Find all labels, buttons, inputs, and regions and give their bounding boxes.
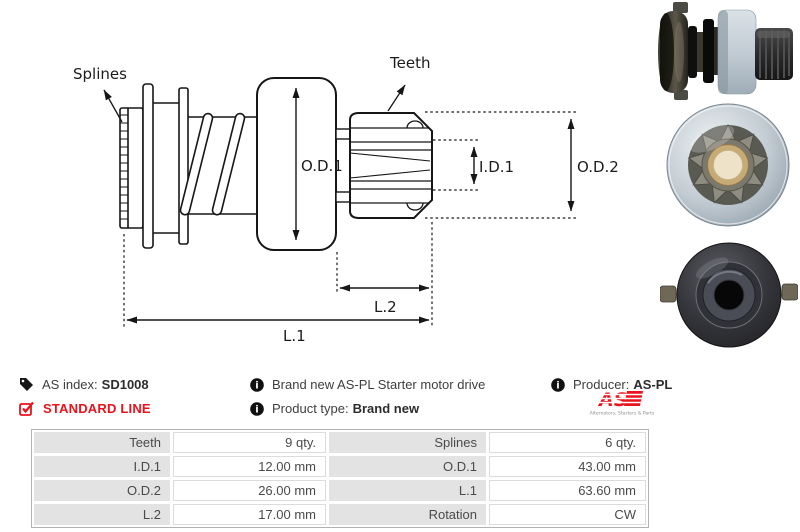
svg-text:i: i (556, 380, 559, 391)
l2-label: L.2 (374, 298, 397, 316)
connector-bottom (335, 191, 351, 203)
tag-icon (20, 378, 33, 391)
shaft-lines (153, 102, 179, 234)
as-index-line: AS index: SD1008 (19, 376, 149, 393)
info-icon: i (250, 401, 264, 416)
product-type-value: Brand new (352, 401, 420, 416)
connector-top (335, 128, 351, 140)
spec-value: 6 qty. (489, 432, 646, 453)
spec-table: Teeth 9 qty. Splines 6 qty. I.D.1 12.00 … (31, 429, 649, 528)
spec-label: O.D.1 (329, 456, 486, 477)
checkbox-check-icon (19, 401, 34, 416)
as-index-label: AS index: (42, 377, 98, 392)
spec-value: 26.00 mm (173, 480, 326, 501)
spec-value: 9 qty. (173, 432, 326, 453)
spline-shaft-section (119, 107, 144, 229)
spec-label: L.2 (34, 504, 170, 525)
l1-label: L.1 (283, 327, 306, 345)
as-index-value: SD1008 (101, 377, 149, 392)
spec-value: 43.00 mm (489, 456, 646, 477)
standard-line-badge: STANDARD LINE (19, 400, 151, 417)
product-photo-front-view[interactable] (662, 101, 794, 230)
od2-label: O.D.2 (577, 158, 619, 176)
spec-label: L.1 (329, 480, 486, 501)
spring-section (179, 112, 257, 216)
product-photo-side-view[interactable] (653, 2, 800, 100)
spec-label: Teeth (34, 432, 170, 453)
od1-label: O.D.1 (301, 157, 343, 175)
splines-label: Splines (73, 65, 127, 83)
pinion-gear (349, 112, 433, 219)
teeth-label: Teeth (389, 54, 430, 72)
id1-label: I.D.1 (479, 158, 514, 176)
product-photo-rear-view[interactable] (660, 240, 798, 352)
spec-label: Splines (329, 432, 486, 453)
standard-line-label: STANDARD LINE (43, 401, 151, 416)
as-pl-logo-stripes (595, 393, 643, 404)
teeth-leader-arrow (387, 84, 406, 112)
producer-label: Producer: (573, 377, 630, 392)
spec-value: 17.00 mm (173, 504, 326, 525)
dimension-arrows (126, 87, 575, 324)
dimension-labels: Splines Teeth O.D.1 I.D.1 O.D.2 L.2 L.1 (73, 54, 619, 345)
description-line: i Brand new AS-PL Starter motor drive (250, 376, 485, 393)
description-text: Brand new AS-PL Starter motor drive (272, 377, 486, 392)
info-icon: i (250, 377, 264, 392)
flange-disc-1 (142, 83, 154, 249)
as-pl-logo-text: AS (597, 389, 627, 411)
technical-drawing: Splines Teeth O.D.1 I.D.1 O.D.2 L.2 L.1 (73, 54, 619, 345)
leader-lines (103, 84, 406, 123)
as-pl-logo: AS Alternators, Starters & Parts (590, 389, 655, 417)
spec-label: Rotation (329, 504, 486, 525)
product-type-line: i Product type: Brand new (250, 400, 419, 417)
flange-disc-2 (178, 87, 189, 245)
spec-label: I.D.1 (34, 456, 170, 477)
spec-value: 12.00 mm (173, 456, 326, 477)
drive-outline (119, 77, 433, 251)
producer-line: i Producer: AS-PL (551, 376, 672, 393)
extension-lines (123, 111, 577, 327)
svg-text:i: i (255, 380, 258, 391)
as-pl-logo-tagline: Alternators, Starters & Parts (590, 411, 655, 417)
spec-value: CW (489, 504, 646, 525)
spec-value: 63.60 mm (489, 480, 646, 501)
svg-text:i: i (255, 404, 258, 415)
product-type-label: Product type: (272, 401, 349, 416)
info-icon: i (551, 377, 565, 392)
spec-label: O.D.2 (34, 480, 170, 501)
splines-leader-arrow (103, 89, 123, 123)
producer-value: AS-PL (633, 377, 673, 392)
